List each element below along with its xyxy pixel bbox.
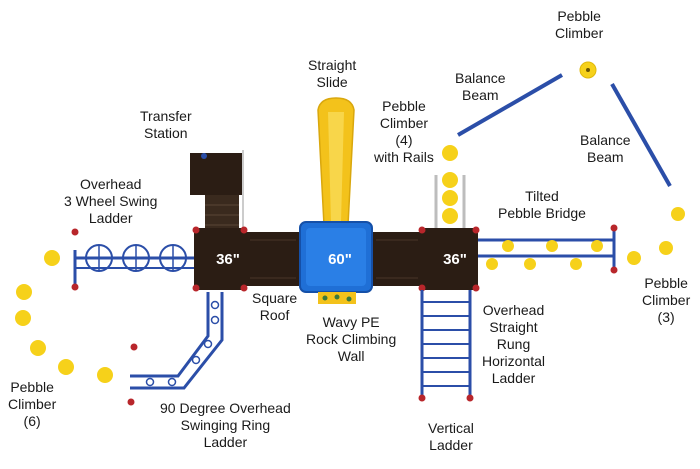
pebble-climber-top (579, 61, 597, 79)
label-straight-slide: Straight Slide (308, 57, 357, 90)
transfer-station (190, 150, 244, 230)
wavy-rock-climbing-wall (318, 292, 356, 304)
label-balance-beam-left: Balance Beam (455, 70, 506, 103)
label-transfer-station: Transfer Station (140, 108, 192, 141)
deck-center-height: 60" (328, 251, 352, 268)
main-decks (192, 226, 480, 292)
vertical-ladder (418, 290, 474, 402)
label-pebble-climber-rails: Pebble Climber (4) with Rails (374, 98, 434, 165)
label-balance-beam-right: Balance Beam (580, 132, 631, 165)
overhead-3-wheel-swing-ladder (71, 228, 197, 291)
label-vertical-ladder: Vertical Ladder (428, 420, 474, 453)
label-pebble-climber-6: Pebble Climber (6) (8, 379, 57, 429)
pebble-climber-6 (15, 250, 113, 383)
label-wavy-rock-wall: Wavy PE Rock Climbing Wall (306, 314, 397, 364)
tilted-pebble-bridge (478, 224, 618, 274)
label-square-roof: Square Roof (252, 290, 298, 323)
straight-slide (317, 97, 355, 226)
pebble-climber-rails (434, 145, 466, 230)
label-ring-ladder: 90 Degree Overhead Swinging Ring Ladder (160, 400, 291, 450)
deck-left-height: 36" (216, 251, 240, 268)
label-tilted-pebble-bridge: Tilted Pebble Bridge (498, 188, 586, 221)
label-overhead-rung-ladder: Overhead Straight Rung Horizontal Ladder (482, 302, 546, 386)
ring-ladder (127, 292, 224, 406)
balance-beam-left (457, 73, 563, 137)
deck-right-height: 36" (443, 251, 467, 268)
label-overhead-swing-ladder: Overhead 3 Wheel Swing Ladder (64, 176, 158, 226)
pebble-climber-3 (627, 207, 685, 265)
label-pebble-climber-3: Pebble Climber (3) (642, 275, 691, 325)
balance-beam-right (610, 83, 672, 187)
label-pebble-climber-top: Pebble Climber (555, 8, 604, 41)
